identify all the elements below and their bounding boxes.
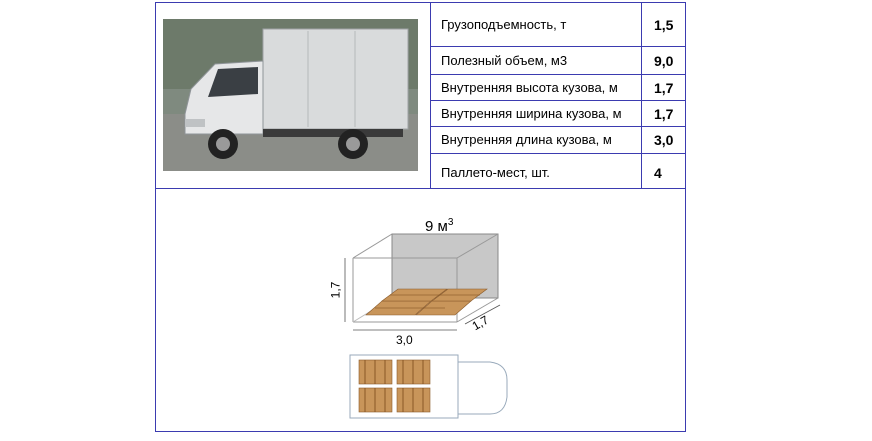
divider-row-3 (430, 100, 686, 101)
spec-value-volume: 9,0 (654, 53, 674, 69)
spec-value-width: 1,7 (654, 106, 674, 122)
dimension-height: 1,7 (328, 281, 343, 299)
spec-label-volume: Полезный объем, м3 (441, 53, 568, 68)
divider-row-4 (430, 126, 686, 127)
divider-photo-table (430, 2, 431, 188)
spec-value-length: 3,0 (654, 132, 674, 148)
top-view-pallets (358, 359, 431, 413)
spec-label-payload: Грузоподъемность, т (441, 17, 567, 32)
spec-value-pallets: 4 (654, 165, 662, 181)
volume-number: 9 м (425, 218, 448, 235)
spec-label-height: Внутренняя высота кузова, м (441, 80, 618, 95)
volume-label: 9 м3 (425, 215, 453, 235)
divider-row-2 (430, 74, 686, 75)
divider-row-5 (430, 153, 686, 154)
spec-label-length: Внутренняя длина кузова, м (441, 132, 612, 147)
cargo-volume-diagram (344, 233, 501, 331)
spec-value-payload: 1,5 (654, 17, 674, 33)
spec-value-height: 1,7 (654, 80, 674, 96)
spec-label-width: Внутренняя ширина кузова, м (441, 106, 622, 121)
volume-superscript: 3 (447, 217, 454, 228)
spec-label-pallets: Паллето-мест, шт. (441, 165, 550, 180)
divider-top-section (155, 188, 686, 189)
spec-frame (155, 2, 686, 432)
divider-row-1 (430, 46, 686, 47)
divider-label-value (641, 2, 642, 188)
floor-pallets (365, 288, 488, 316)
top-view-diagram (349, 354, 508, 419)
dimension-length: 3,0 (396, 333, 413, 347)
truck-photo (163, 19, 418, 171)
